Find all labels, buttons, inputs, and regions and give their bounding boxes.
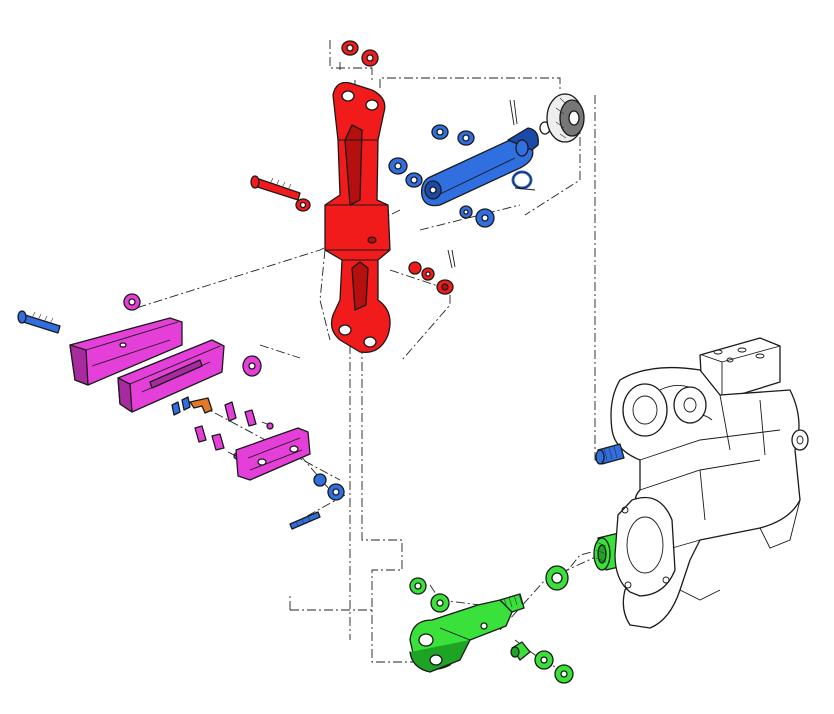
clevis-washer-1 [409,577,427,595]
top-nut-left [341,40,359,56]
clevis-yoke [409,599,513,673]
stabilizer-bracket-inner [117,339,225,413]
lift-arm [324,81,391,354]
link-hub-gear [546,93,585,143]
link-washer-top-2 [457,130,475,146]
clevis-spacer-ring [545,565,569,591]
stabilizer-bracket-outer [69,317,183,386]
clevis-threaded-end [499,593,525,613]
link-washer-left-2 [405,172,423,188]
lift-arm-bolt [250,175,301,201]
clevis-washer-2 [430,593,450,613]
housing-blue-plug [595,443,625,465]
link-washer-left-1 [388,157,408,175]
link-lower-washer-small [459,205,473,219]
stabilizer-plate [235,427,311,481]
clevis-pin-washer-1 [534,650,554,670]
clevis-pin-washer-2 [554,664,574,684]
lift-arm-group [250,40,456,354]
top-nut-right [361,49,379,67]
link-cotter-pin [509,99,518,126]
stabilizer-bolt [17,310,61,334]
stabilizer-nut-lower-2 [327,483,345,501]
link-arm [420,127,539,207]
hydraulic-housing [595,337,809,629]
clevis-pin [510,641,531,661]
lift-arm-cotter-pin [447,249,456,269]
stabilizer-bracket-group [17,293,345,530]
stabilizer-nut-lower-1 [313,473,327,487]
link-washer-top-1 [431,124,449,140]
stabilizer-washer-right [242,355,262,377]
clevis-assembly-group [409,527,649,684]
link-assembly-group [388,93,585,228]
stabilizer-lower-bolt [289,511,321,530]
lift-arm-bolt-washer [295,198,311,212]
stabilizer-washer-top [123,293,141,311]
lift-arm-pin-washers [408,261,454,295]
stabilizer-small-parts [171,396,274,460]
link-lower-washer-large [475,208,495,228]
link-clip-ring [511,170,536,191]
